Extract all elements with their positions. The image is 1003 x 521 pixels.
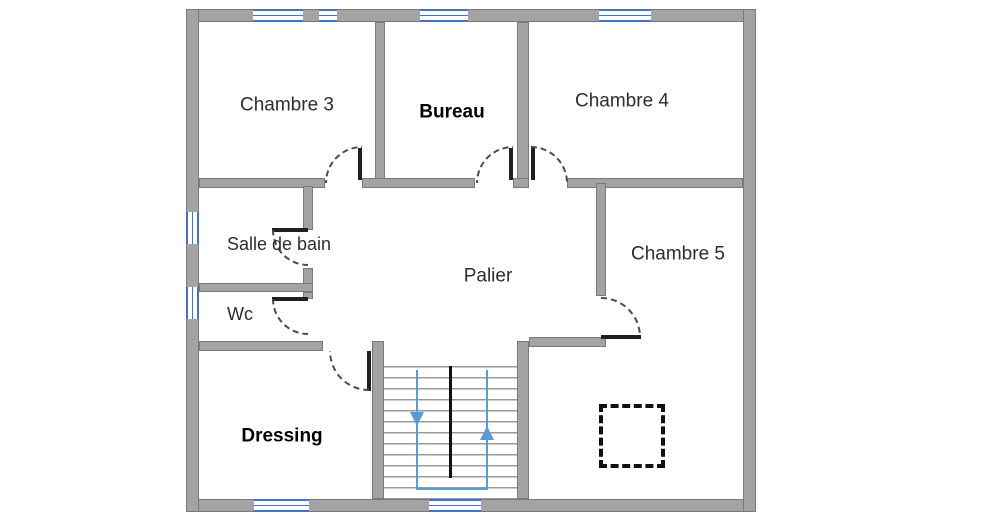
door-dressing-arc <box>329 351 369 391</box>
door-chambre5-leaf <box>601 335 641 339</box>
wall-exterior-left <box>186 9 199 512</box>
room-label-salle-de-bain: Salle de bain <box>226 234 332 255</box>
door-sdb-arc <box>272 230 308 266</box>
wall-top-rooms-b <box>362 178 475 188</box>
wall-palier-bottom-right <box>529 337 606 347</box>
stairs-center-line <box>449 366 452 478</box>
window-top-small <box>319 9 337 22</box>
wall-wc-right-stub <box>303 292 313 299</box>
stairs-guide-left <box>416 370 418 490</box>
door-wc-arc <box>272 299 308 335</box>
wall-sdb-right-upper <box>303 186 313 230</box>
dashed-opening <box>599 404 665 468</box>
room-label-chambre5: Chambre 5 <box>631 243 725 265</box>
window-top-chambre3 <box>253 9 303 22</box>
room-label-wc: Wc <box>227 304 253 325</box>
wall-stair-left <box>372 341 384 499</box>
wall-top-rooms-d <box>567 178 743 188</box>
room-label-chambre3: Chambre 3 <box>240 94 334 116</box>
door-chambre4-arc <box>531 146 568 183</box>
window-bottom-stairs <box>429 499 481 512</box>
room-label-chambre4: Chambre 4 <box>575 90 669 112</box>
wall-exterior-right <box>743 9 756 512</box>
window-left-sdb <box>186 212 199 244</box>
stairs-up-arrow-icon <box>480 426 494 440</box>
window-top-bureau <box>420 9 468 22</box>
wall-bureau-chambre4 <box>517 22 529 183</box>
wall-wc-dressing <box>199 341 323 351</box>
window-top-chambre4 <box>599 9 651 22</box>
window-bottom-dressing <box>254 499 309 512</box>
room-label-bureau: Bureau <box>419 101 485 123</box>
wall-stair-right <box>517 341 529 499</box>
wall-chambre3-bureau <box>375 22 385 183</box>
room-label-palier: Palier <box>463 265 513 287</box>
wall-sdb-wc-divider <box>199 283 313 292</box>
door-dressing-leaf <box>367 351 371 391</box>
stairs-down-arrow-icon <box>410 412 424 426</box>
wall-top-rooms-c <box>513 178 529 188</box>
door-chambre5-arc <box>601 297 641 337</box>
wall-palier-chambre5 <box>596 183 606 296</box>
door-bureau-arc <box>476 146 513 183</box>
stairs-guide-bottom <box>416 488 488 490</box>
wall-sdb-right-lower <box>303 268 313 285</box>
window-left-wc <box>186 287 199 319</box>
room-label-dressing: Dressing <box>241 425 323 447</box>
wall-top-rooms-a <box>199 178 325 188</box>
door-chambre3-arc <box>325 146 362 183</box>
